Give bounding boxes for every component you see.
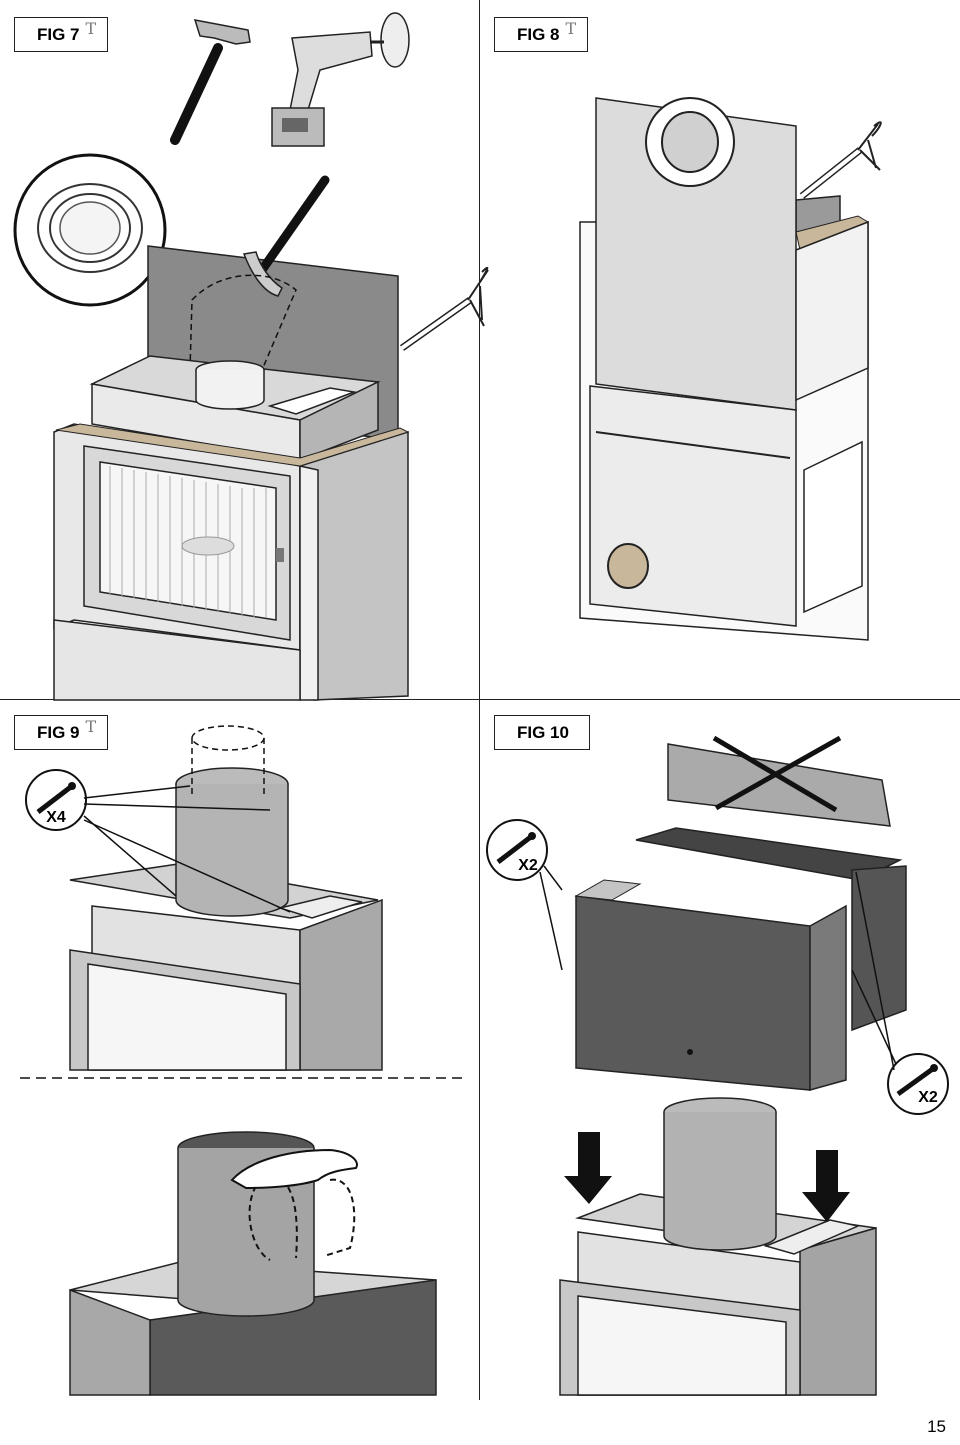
- caulk-gun-fig8-icon: [799, 121, 882, 199]
- screw-icon: [896, 1064, 938, 1097]
- horizontal-divider: [0, 699, 960, 700]
- screw-icon: [496, 832, 536, 864]
- fig9-mark: T: [85, 717, 97, 736]
- cross-out-icon: [712, 735, 842, 813]
- fig10-removed-part: [667, 743, 891, 827]
- fig9-side-insulation: [299, 898, 383, 1071]
- flue-collar: [195, 370, 265, 410]
- fig10-screw-count-right: X2: [918, 1089, 938, 1106]
- drill-icon: [271, 12, 410, 147]
- hand-icon: [230, 1148, 358, 1190]
- fig9-flue-pipe: [175, 784, 289, 917]
- fig10-insulation-front: [575, 895, 811, 1091]
- hammer-on-panel-icon: [242, 175, 330, 297]
- fig9-flue-pipe-bottom: [177, 1148, 315, 1317]
- fig9-screw-callout: X4: [25, 769, 291, 913]
- page-number: 15: [927, 1417, 946, 1436]
- fig8-label: FIG 8: [517, 24, 560, 44]
- fig10-label-box: FIG 10: [494, 715, 590, 750]
- fig8-air-inlet: [607, 543, 649, 589]
- arrow-down-icon: [564, 1132, 612, 1204]
- arrow-down-icon: [802, 1150, 850, 1222]
- stove-door: [83, 445, 291, 641]
- fig8-mark: T: [565, 19, 577, 38]
- fig10-screw-count-left: X2: [518, 857, 538, 874]
- fig8-label-box: FIG 8 T: [494, 17, 588, 52]
- caulk-gun-icon: [399, 266, 489, 351]
- screw-icon: [36, 782, 76, 814]
- fig7-label: FIG 7: [37, 24, 80, 44]
- fig7-label-box: FIG 7 T: [14, 17, 108, 52]
- fig10-label: FIG 10: [517, 722, 569, 742]
- fig7-mark: T: [85, 19, 97, 38]
- vertical-divider: [479, 0, 480, 1400]
- fig9-screw-count: X4: [46, 809, 66, 826]
- fig10-screw-callout-right: X2: [851, 871, 949, 1115]
- hammer-icon: [170, 19, 251, 145]
- fig9-label: FIG 9: [37, 722, 80, 742]
- fig10-screw-callout-left: X2: [486, 819, 563, 971]
- fig9-label-box: FIG 9 T: [14, 715, 108, 750]
- fig10-flue-pipe: [663, 1112, 777, 1251]
